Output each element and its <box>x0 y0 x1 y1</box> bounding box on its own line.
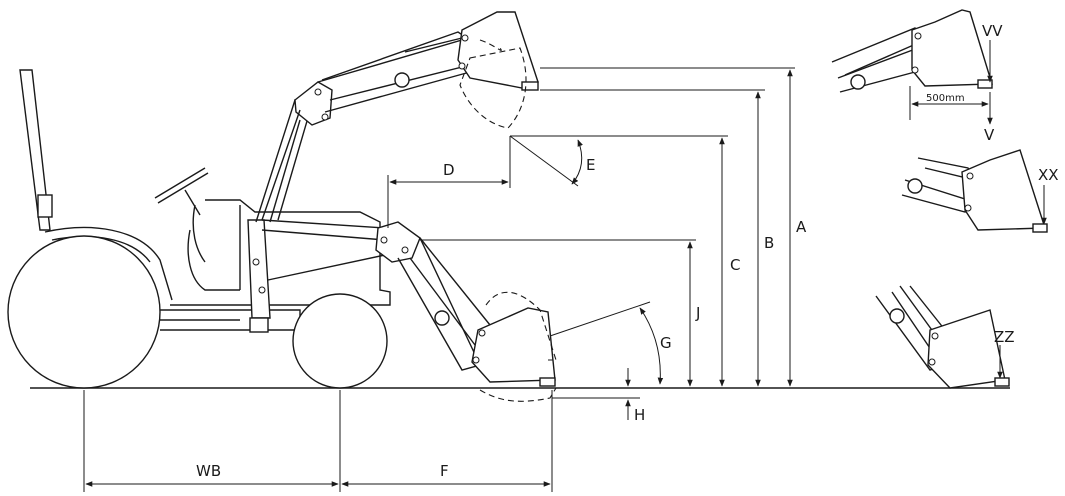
front-wheel <box>292 293 388 389</box>
label-500mm: 500mm <box>926 93 965 104</box>
loader-mount-post <box>247 219 271 319</box>
lowered-bucket-dashed <box>485 291 557 361</box>
inset-zz: ZZ <box>875 285 1015 389</box>
steering-wheel <box>154 167 209 216</box>
raised-bucket-dump-dashed <box>459 47 527 129</box>
label-e: E <box>586 156 595 174</box>
label-wb: WB <box>196 462 221 480</box>
label-vv: VV <box>982 22 1003 40</box>
tractor <box>7 69 391 389</box>
hood <box>170 199 391 306</box>
rops-bar <box>19 69 51 231</box>
label-g: G <box>660 334 672 352</box>
label-j: J <box>695 304 700 322</box>
label-d: D <box>443 161 455 179</box>
label-f: F <box>440 462 449 480</box>
label-a: A <box>796 218 807 236</box>
label-b: B <box>764 234 774 252</box>
label-c: C <box>730 256 740 274</box>
label-xx: XX <box>1038 166 1059 184</box>
label-zz: ZZ <box>994 328 1015 346</box>
label-v: V <box>984 126 995 144</box>
dim-g-arc <box>639 307 664 385</box>
rear-wheel <box>7 235 161 389</box>
seat <box>187 229 240 291</box>
lowered-loader-arm <box>261 219 557 402</box>
raised-loader-arm <box>255 11 539 223</box>
dim-e-arc <box>571 139 583 185</box>
inset-vv: 500mm VV V <box>831 9 1003 144</box>
inset-xx: XX <box>901 149 1059 233</box>
rear-fender <box>44 226 173 301</box>
label-h: H <box>634 406 645 424</box>
